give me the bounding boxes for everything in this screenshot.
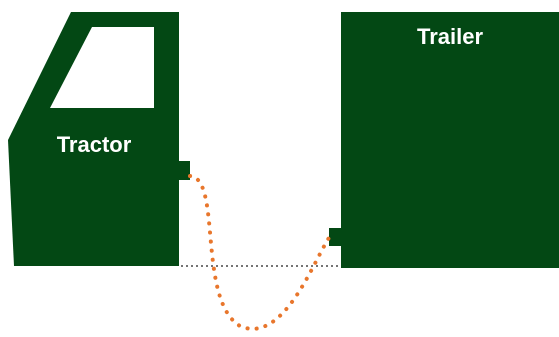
trailer-label: Trailer	[417, 24, 483, 49]
trailer-body	[341, 12, 559, 268]
tractor-label: Tractor	[57, 132, 132, 157]
tractor-connector	[179, 161, 190, 180]
trailer-connector	[329, 228, 341, 246]
coiled-cable	[190, 176, 331, 329]
